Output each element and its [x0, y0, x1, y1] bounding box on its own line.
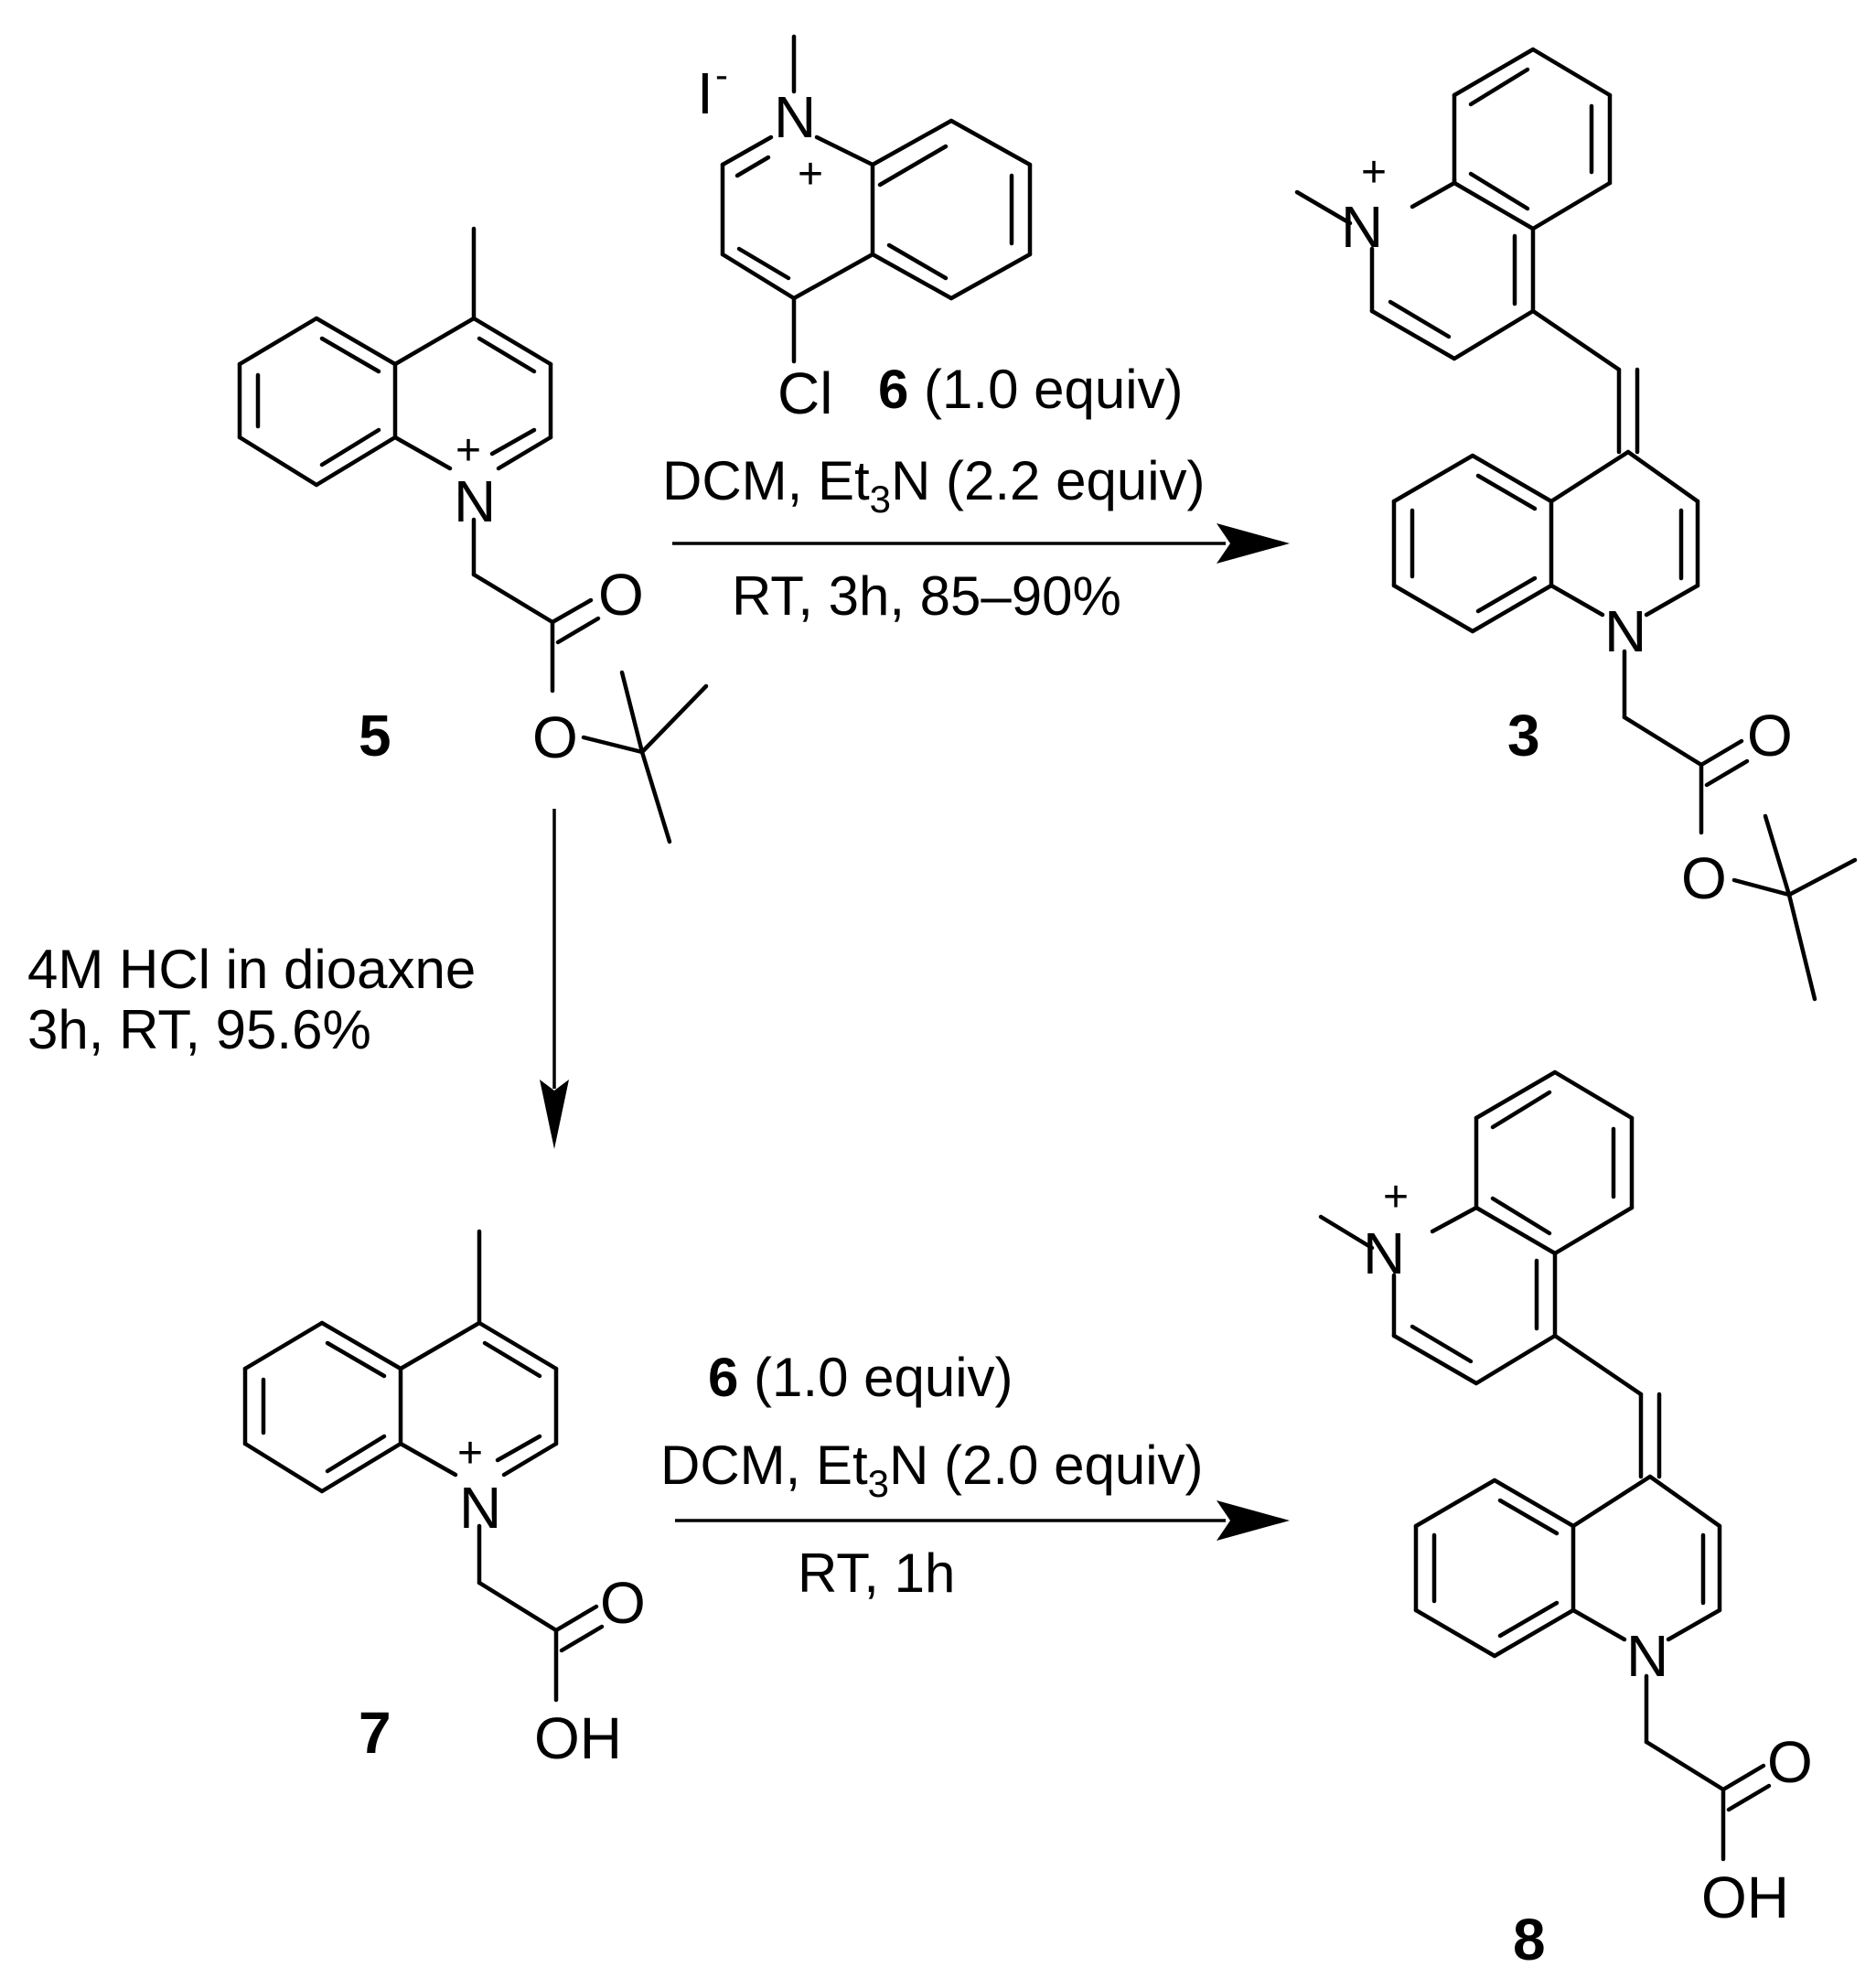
atom-o: O [1747, 703, 1793, 769]
compound-label-3: 3 [1507, 703, 1540, 769]
charge-plus: + [1383, 1173, 1409, 1221]
atom-o: O [1767, 1729, 1813, 1795]
atom-n: N [1604, 598, 1646, 664]
reaction-1-solvent-base: DCM, Et3N (2.2 equiv) [662, 450, 1206, 521]
compound-label-8: 8 [1513, 1907, 1546, 1967]
atom-oh: OH [534, 1705, 622, 1771]
reagent-amount: (1.0 equiv) [738, 1347, 1013, 1408]
atom-oh: OH [1701, 1865, 1789, 1930]
reaction-arrow-2 [540, 809, 569, 1149]
atom-n: N [459, 1475, 501, 1541]
solvent-text-a: DCM, Et [662, 450, 870, 511]
compound-7-structure: N + O OH [242, 1229, 646, 1771]
atom-iodine: I [697, 60, 713, 126]
reaction-1-reagent: 6 (1.0 equiv) [878, 359, 1184, 420]
subscript: 3 [870, 478, 891, 521]
reaction-arrow-3 [675, 1500, 1290, 1541]
atom-cl: Cl [777, 360, 832, 426]
atom-n: N [1626, 1623, 1668, 1689]
compound-3-structure: N + N O O [1294, 47, 1858, 1002]
charge-plus: + [456, 426, 481, 475]
solvent-text-b: N (2.0 equiv) [889, 1435, 1203, 1496]
reagent-ref: 6 [878, 359, 908, 420]
reaction-3-reagent: 6 (1.0 equiv) [708, 1347, 1013, 1408]
atom-n: N [1341, 194, 1383, 260]
reaction-1-conditions: 6 (1.0 equiv) DCM, Et3N (2.2 equiv) RT, … [662, 359, 1206, 627]
atom-o: O [600, 1570, 646, 1636]
reagent-ref: 6 [708, 1347, 738, 1408]
reagent-amount: (1.0 equiv) [908, 359, 1183, 420]
reaction-1-time-yield: RT, 3h, 85–90% [732, 565, 1121, 627]
subscript: 3 [868, 1462, 889, 1505]
atom-o: O [1681, 845, 1727, 911]
reaction-2-conditions: 4M HCl in dioaxne 3h, RT, 95.6% [27, 939, 476, 1060]
compound-label-5: 5 [359, 703, 391, 769]
compound-label-7: 7 [359, 1700, 391, 1766]
atom-n: N [774, 84, 816, 150]
atom-o: O [598, 562, 644, 628]
reaction-3-time: RT, 1h [798, 1542, 955, 1604]
compound-8-structure: N + N O OH [1318, 1069, 1813, 1930]
charge-minus: - [715, 53, 728, 96]
atom-n: N [1363, 1220, 1405, 1286]
compound-6-structure: N + I - Cl [697, 34, 1033, 426]
atom-n: N [454, 468, 496, 534]
atom-o: O [532, 704, 578, 770]
charge-plus: + [457, 1429, 483, 1478]
solvent-text-b: N (2.2 equiv) [891, 450, 1205, 511]
charge-plus: + [1361, 148, 1387, 197]
charge-plus: + [798, 150, 823, 199]
reaction-3-solvent-base: DCM, Et3N (2.0 equiv) [660, 1435, 1204, 1505]
reaction-2-time-yield: 3h, RT, 95.6% [27, 999, 371, 1060]
reaction-arrow-1 [672, 523, 1290, 564]
solvent-text-a: DCM, Et [660, 1435, 868, 1496]
reaction-3-conditions: 6 (1.0 equiv) DCM, Et3N (2.0 equiv) RT, … [660, 1347, 1204, 1604]
reaction-2-reagent: 4M HCl in dioaxne [27, 939, 476, 1000]
compound-5-structure: N + O O [237, 226, 709, 844]
